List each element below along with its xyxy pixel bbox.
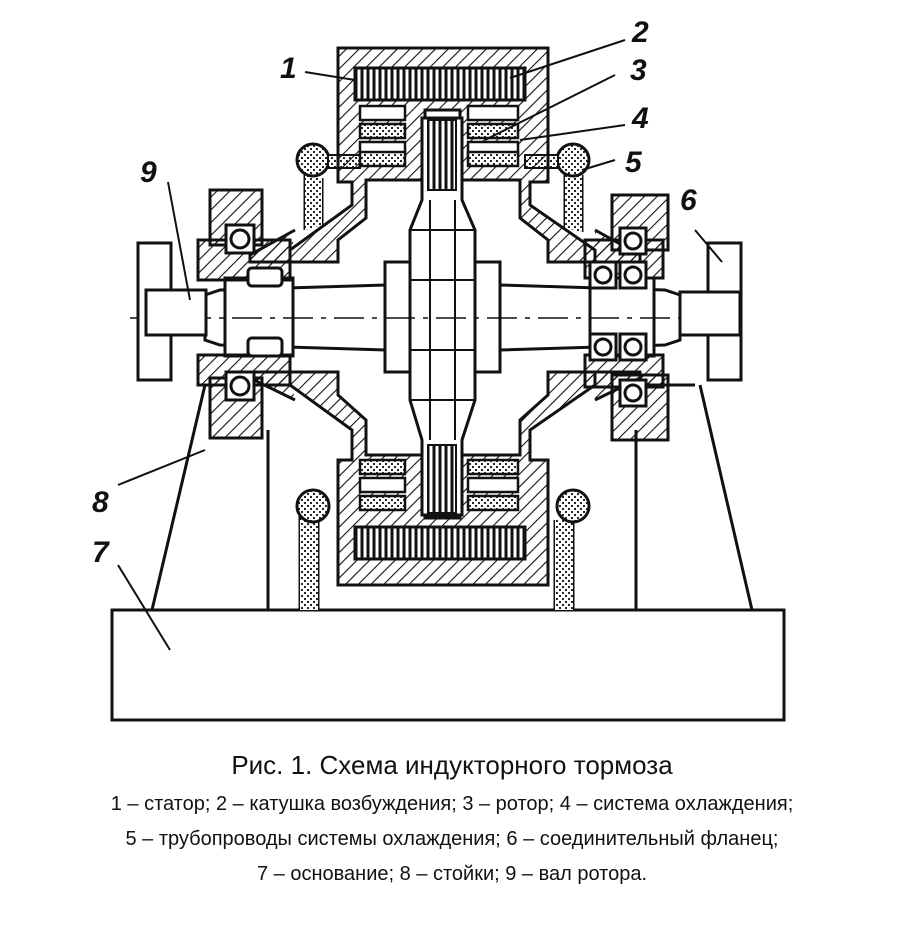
- rotor: [383, 116, 502, 517]
- legend-line-3: 7 – основание; 8 – стойки; 9 – вал ротор…: [256, 863, 648, 885]
- callout-6: 6: [680, 184, 697, 217]
- connecting-flanges: [136, 241, 743, 382]
- bearings: [224, 223, 648, 408]
- leader-lines: [117, 39, 723, 651]
- callout-4: 4: [631, 102, 649, 135]
- legend-line-1: 1 – статор; 2 – катушка возбуждения; 3 –…: [110, 793, 794, 815]
- base: [110, 608, 786, 722]
- callout-5: 5: [625, 146, 643, 179]
- callouts: 1 2 3 4 5 6 7 8 9: [92, 16, 697, 569]
- callout-9: 9: [140, 156, 157, 189]
- figure-caption-title: Рис. 1. Схема индукторного тормоза: [231, 750, 673, 780]
- cooling-system: [358, 104, 520, 512]
- callout-7: 7: [92, 536, 110, 569]
- callout-8: 8: [92, 486, 109, 519]
- callout-1: 1: [280, 52, 297, 85]
- excitation-coil: [353, 66, 527, 561]
- legend-line-2: 5 – трубопроводы системы охлаждения; 6 –…: [125, 828, 779, 850]
- inductor-brake-diagram: 1 2 3 4 5 6 7 8 9: [92, 16, 786, 722]
- callout-2: 2: [631, 16, 649, 49]
- callout-3: 3: [630, 54, 647, 87]
